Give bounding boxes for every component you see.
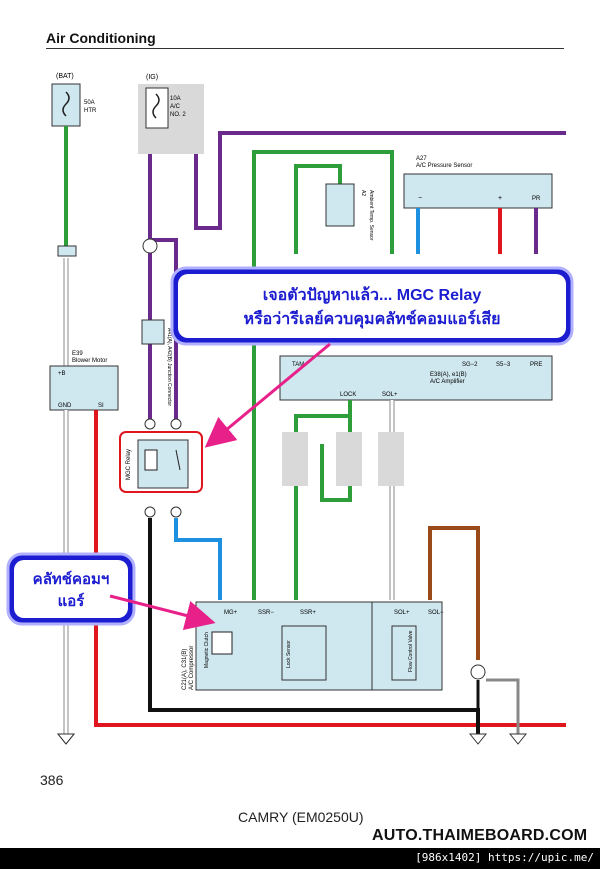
- blower-b-plus: +B: [58, 371, 66, 377]
- a2-name: Ambient Temp. Sensor: [368, 190, 374, 241]
- ac-compressor: C21(A), C31(B) A/C Compressor Magnetic C…: [182, 601, 444, 691]
- amp-s53: S5−3: [496, 362, 511, 368]
- comp-name: A/C Compressor: [189, 646, 195, 690]
- relay-callout-line1: เจอตัวปัญหาแล้ว... MGC Relay: [263, 286, 482, 305]
- a27-pr: PR: [532, 196, 541, 202]
- relay-callout-line2: หรือว่ารีเลย์ควบคุมคลัทช์คอมแอร์เสีย: [244, 309, 501, 329]
- fuse-htr-name: HTR: [84, 108, 97, 114]
- blower-name: Blower Motor: [72, 358, 107, 364]
- ac-amplifier: E38(A), e1(B) A/C Amplifier SG−2 S5−3 PR…: [279, 355, 553, 401]
- watermark: AUTO.THAIMEBOARD.COM: [372, 827, 588, 844]
- clutch-callout-line1: คลัทช์คอมฯ: [33, 570, 110, 588]
- fuse-htr-rating: 50A: [84, 100, 95, 106]
- fuse-ac-type: A/C: [170, 104, 181, 110]
- clutch-callout: คลัทช์คอมฯ แอร์: [6, 552, 136, 626]
- clutch-name: Magnetic Clutch: [204, 632, 210, 668]
- blower-motor: E39 Blower Motor +B GND SI: [49, 351, 119, 411]
- comp-mg-plus: MG+: [224, 610, 238, 616]
- blower-gnd: GND: [58, 403, 72, 409]
- fuse-ac: (IG) 10A A/C NO. 2: [138, 74, 204, 154]
- comp-sol-minus: SOL−: [428, 610, 444, 616]
- fuse-ac-number: NO. 2: [170, 112, 186, 118]
- model-footer: CAMRY (EM0250U): [238, 809, 364, 825]
- blower-si: SI: [98, 403, 104, 409]
- ig-label: (IG): [146, 74, 158, 81]
- comp-ssr-plus: SSR+: [300, 610, 316, 616]
- blower-id: E39: [72, 351, 83, 357]
- comp-ssr-minus: SSR−: [258, 610, 274, 616]
- amp-sg2: SG−2: [462, 362, 478, 368]
- a27-plus: +: [498, 195, 502, 202]
- image-info: [986x1402] https://upic.me/: [415, 851, 594, 864]
- lock-sensor-name: Lock Sensor: [286, 640, 292, 668]
- title-rule: [46, 48, 564, 49]
- bat-label: (BAT): [56, 73, 74, 80]
- fuse-ac-rating: 10A: [170, 96, 181, 102]
- comp-sol-plus: SOL+: [394, 610, 410, 616]
- amp-pre: PRE: [530, 362, 542, 368]
- comp-id: C21(A), C31(B): [182, 649, 188, 690]
- amp-name: A/C Amplifier: [430, 379, 465, 385]
- amp-sol-plus: SOL+: [382, 392, 398, 398]
- junction-label: A41(A), A42(B) Junction Connector: [166, 328, 172, 406]
- amp-id: E38(A), e1(B): [430, 372, 467, 378]
- amp-lock: LOCK: [340, 392, 356, 398]
- page-number: 386: [40, 772, 64, 788]
- page-title: Air Conditioning: [46, 30, 156, 46]
- junction-connector: A41(A), A42(B) Junction Connector: [141, 319, 172, 406]
- a27-name: A/C Pressure Sensor: [416, 163, 472, 169]
- ac-pressure-sensor: A27 A/C Pressure Sensor − + PR: [403, 156, 553, 209]
- clutch-callout-line2: แอร์: [58, 592, 86, 610]
- relay-callout: เจอตัวปัญหาแล้ว... MGC Relay หรือว่ารีเล…: [170, 266, 574, 346]
- fcv-name: Flow Control Valve: [408, 630, 414, 672]
- relay-name: MGC Relay: [126, 449, 132, 480]
- fuse-htr: (BAT) 50A HTR: [51, 73, 97, 127]
- ambient-temp-sensor: A2 Ambient Temp. Sensor: [325, 183, 374, 241]
- a27-minus: −: [418, 195, 422, 202]
- mgc-relay: MGC Relay: [119, 431, 203, 493]
- a2-id: A2: [360, 190, 366, 196]
- a27-id: A27: [416, 156, 427, 162]
- image-info-bar: [986x1402] https://upic.me/: [0, 848, 600, 869]
- amp-tam: TAM: [292, 362, 304, 368]
